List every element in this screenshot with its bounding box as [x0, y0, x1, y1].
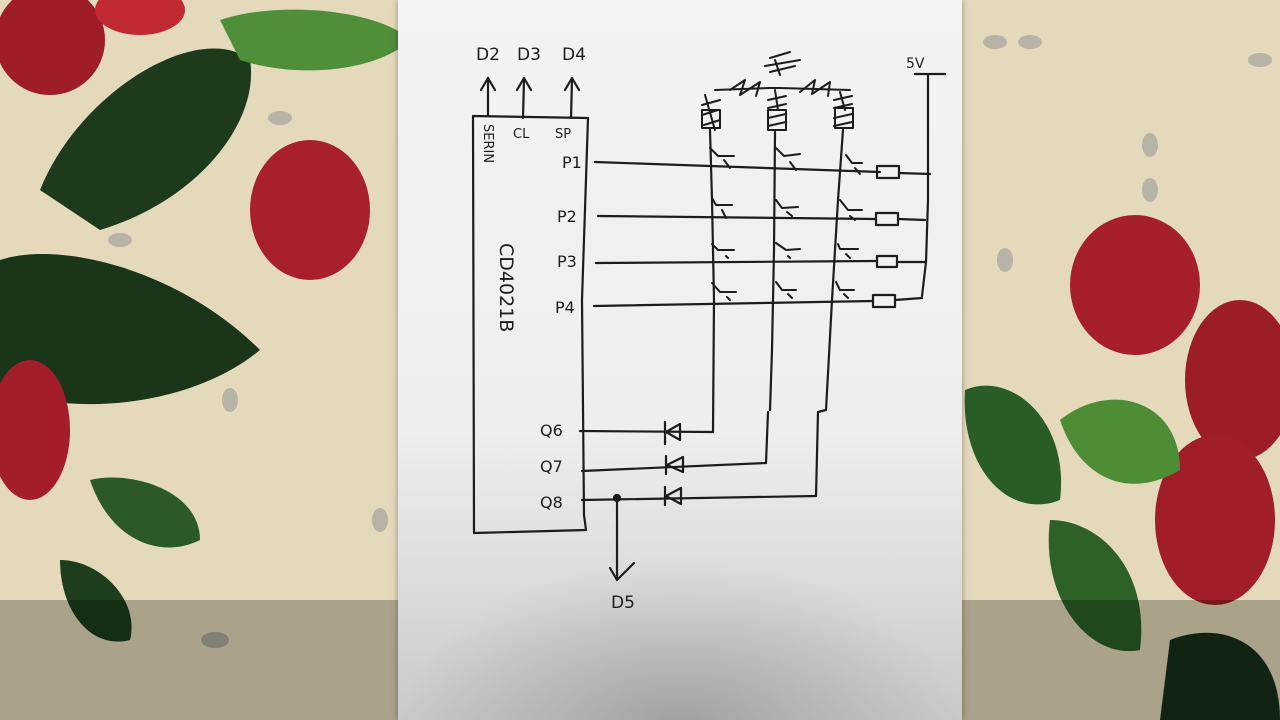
label-d4: D4: [562, 45, 586, 65]
switch-r1-c2: [775, 147, 801, 171]
label-ser-in: SERIN: [480, 124, 495, 163]
label-p2: P2: [557, 207, 577, 226]
label-q6: Q6: [540, 421, 563, 440]
switch-r2-c3: [839, 199, 863, 221]
label-p3: P3: [557, 252, 577, 271]
label-d2: D2: [476, 45, 500, 65]
label-q8: Q8: [540, 493, 563, 512]
diode-q8: [663, 485, 683, 507]
switch-r2-c1: [711, 197, 733, 219]
paper-shadow: [398, 560, 962, 720]
supply-rail-5v: [913, 72, 947, 298]
resistor-4: [871, 293, 897, 309]
resistor-2: [874, 211, 900, 227]
row-line-p2: [596, 214, 878, 221]
strawberry-pattern-right: [962, 35, 1280, 720]
label-5v: 5V: [906, 56, 925, 72]
switch-r1-c3: [845, 154, 863, 175]
switch-r4-c1: [711, 282, 737, 301]
switch-r3-c1: [711, 243, 735, 259]
diode-q7: [664, 454, 685, 476]
paper-sheet: [398, 0, 962, 720]
pin-cl-to-d3: [515, 76, 533, 120]
column-line-2: [764, 130, 777, 465]
switch-r4-c2: [775, 281, 797, 299]
column-line-1: [708, 128, 716, 434]
switch-r3-c2: [775, 242, 801, 259]
column-line-3: [814, 128, 845, 498]
row-line-p1: [593, 160, 882, 174]
switch-r2-c2: [775, 199, 799, 217]
label-d5: D5: [611, 593, 635, 613]
switch-matrix: [709, 147, 863, 301]
label-d3: D3: [517, 45, 541, 65]
label-sp: SP: [555, 127, 571, 142]
resistor-3: [875, 254, 899, 269]
output-d5-arrow: [608, 496, 636, 582]
switch-r3-c3: [837, 243, 859, 259]
diode-q6: [663, 420, 682, 446]
q6-line: [578, 429, 715, 434]
q8-line: [580, 494, 818, 502]
ic-body: [471, 114, 590, 535]
strawberry-pattern-left: [0, 0, 410, 720]
pin-ser-in-to-d2: [479, 76, 497, 118]
row-line-p4: [592, 299, 875, 308]
row-line-p3: [594, 259, 879, 265]
label-p1: P1: [562, 153, 582, 172]
label-p4: P4: [555, 298, 575, 317]
label-q7: Q7: [540, 457, 563, 476]
label-cl: CL: [513, 127, 530, 142]
pin-sp-to-d4: [563, 76, 581, 120]
label-ic-name: CD4021B: [495, 243, 517, 332]
scribbled-components: [701, 51, 854, 131]
switch-r1-c1: [709, 147, 735, 169]
switch-r4-c3: [835, 281, 855, 299]
